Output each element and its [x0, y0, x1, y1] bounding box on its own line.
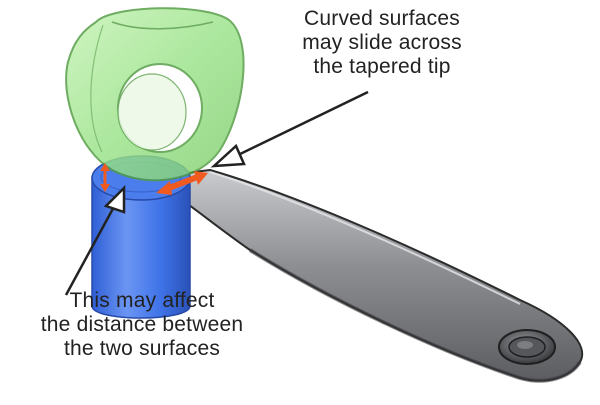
caption-line: This may affect: [69, 289, 215, 312]
caption-line: Curved surfaces: [304, 7, 460, 30]
caption-line: the tapered tip: [313, 55, 451, 78]
double-headed-arrow-orange-icon: [156, 171, 208, 195]
green-curved-part: [65, 7, 245, 182]
callout-top-caption: Curved surfaces may slide across the tap…: [268, 7, 496, 79]
caption-line: the distance between: [40, 313, 244, 336]
callout-bottom-caption: This may affect the distance between the…: [2, 289, 282, 361]
pointer-arrow-top-icon: [210, 90, 369, 168]
caption-line: may slide across: [302, 31, 462, 54]
vertical-gap-arrow-icon: [100, 163, 110, 192]
pivot-washer-icon: [498, 329, 556, 365]
caption-line: the two surfaces: [63, 337, 221, 360]
pointer-arrow-bottom-icon: [64, 184, 126, 296]
feeler-gauge-blade: [159, 168, 584, 383]
